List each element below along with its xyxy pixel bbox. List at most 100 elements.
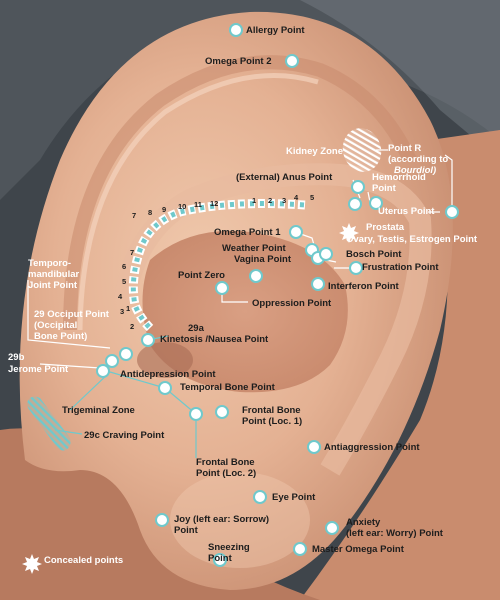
kidney-zone-area [342,128,382,172]
marker-prostata [348,197,362,211]
label-joy-1: Joy (left ear: Sorrow) [174,514,270,525]
marker-bosch [319,247,333,261]
spine-number-lower-4: 4 [118,292,123,301]
spine-number-upper-6: 12 [210,199,219,208]
spine-number-lower-1: 7 [130,248,135,257]
label-uterus: Uterus Point [378,206,435,217]
label-point-r-2: (according to [388,154,449,165]
label-joy-2: Point [174,525,198,536]
label-frontal1-1: Frontal Bone [242,405,301,416]
label-temporo-1: Temporo- [28,258,72,269]
label-frontal1-2: Point (Loc. 1) [242,416,303,427]
label-omega1: Omega Point 1 [214,227,281,238]
marker-oppression [215,281,229,295]
ear-concha [142,230,348,393]
label-vagina: Vagina Point [234,254,292,265]
label-occiput-2: (Occipital [34,320,78,331]
spine-number-lower-6: 2 [130,322,135,331]
marker-occiput [119,347,133,361]
spine-number-upper-7: 1 [252,196,257,205]
label-bosch: Bosch Point [346,249,402,260]
marker-antiaggression [307,440,321,454]
marker-anxiety [325,521,339,535]
marker-kinetosis [141,333,155,347]
marker-uterus [445,205,459,219]
marker-frontal2 [189,407,203,421]
label-frontal2-2: Point (Loc. 2) [196,468,257,479]
label-sneezing-2: Point [208,553,232,564]
label-kinetosis: Kinetosis /Nausea Point [160,334,269,345]
concealed-markers [22,223,359,574]
label-prostata: Prostata [366,222,405,233]
marker-joy [155,513,169,527]
label-kidney-zone: Kidney Zone [286,146,344,157]
label-occiput-3: Bone Point) [34,331,88,342]
spine-number-lower-5: 3 [120,307,125,316]
spine-number-lower-7: 1 [126,304,131,313]
spine-number-lower-3: 5 [122,277,127,286]
marker-master-omega [293,542,307,556]
marker-anus [351,180,365,194]
spine-number-upper-3: 9 [162,205,167,214]
spine-number-upper-10: 4 [294,193,299,202]
label-point-zero: Point Zero [178,270,225,281]
spine-number-upper-5: 11 [194,200,202,209]
label-temporal: Temporal Bone Point [180,382,275,393]
label-frontal2-1: Frontal Bone [196,457,255,468]
concealed-marker-prostata [339,223,359,243]
marker-hemorrhoid [369,196,383,210]
marker-omega2 [285,54,299,68]
label-frustration: Frustration Point [362,262,439,273]
label-antiaggression: Antiaggression Point [324,442,420,453]
marker-antidepression [96,364,110,378]
label-sneezing-1: Sneezing [208,542,250,553]
label-point-r-1: Point R [388,143,422,154]
marker-temporal [158,381,172,395]
label-occiput-1: 29 Occiput Point [34,309,109,320]
marker-jerome [105,354,119,368]
spine-number-upper-11: 5 [310,193,315,202]
label-point-r-3: Bourdiol) [394,165,437,176]
label-antidepression: Antidepression Point [120,369,216,380]
point-markers [96,23,459,567]
label-master-omega: Master Omega Point [312,544,404,555]
concealed-marker-legend [22,554,42,574]
label-craving: 29c Craving Point [84,430,165,441]
label-anxiety-1: Anxiety [346,517,381,528]
label-allergy: Allergy Point [246,25,305,36]
marker-point-zero [249,269,263,283]
marker-frontal1 [215,405,229,419]
legend-label: Concealed points [44,555,124,566]
label-eye: Eye Point [272,492,316,503]
label-oppression: Oppression Point [252,298,332,309]
spine-number-upper-2: 8 [148,208,153,217]
spine-number-upper-4: 10 [178,202,187,211]
label-omega2: Omega Point 2 [205,56,272,67]
label-temporo-2: mandibular [28,269,80,280]
spine-number-upper-8: 2 [268,196,273,205]
marker-frustration [349,261,363,275]
label-weather: Weather Point [222,243,286,254]
spine-band [128,199,306,332]
label-interferon: Interferon Point [328,281,399,292]
label-hemorrhoid-1: Hemorrhoid [372,172,426,183]
label-anxiety-2: (left ear: Worry) Point [346,528,443,539]
label-jerome: Jerome Point [8,364,69,375]
label-anus: (External) Anus Point [236,172,333,183]
spine-number-lower-2: 6 [122,262,127,271]
spine-number-upper-9: 3 [282,196,287,205]
label-temporo-3: Joint Point [28,280,78,291]
label-ovary: Ovary, Testis, Estrogen Point [346,234,478,245]
trigeminal-zone-area [27,396,71,451]
marker-sneezing [213,553,227,567]
marker-interferon [311,277,325,291]
marker-omega1 [289,225,303,239]
marker-eye [253,490,267,504]
label-kinetosis-num: 29a [188,323,204,334]
marker-allergy [229,23,243,37]
label-trigeminal: Trigeminal Zone [62,405,135,416]
label-hemorrhoid-2: Point [372,183,396,194]
label-jerome-num: 29b [8,352,25,363]
